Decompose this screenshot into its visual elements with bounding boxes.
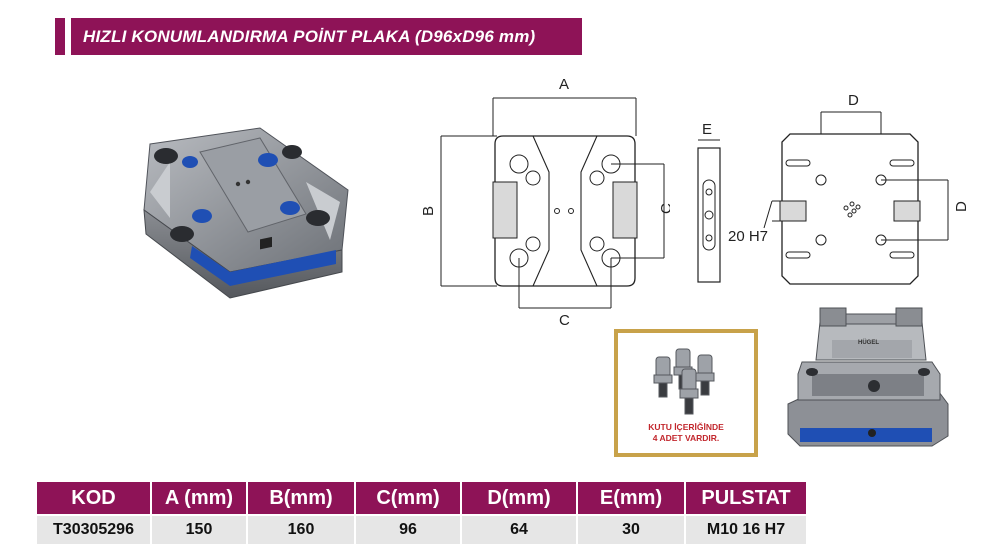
dim-label-c-right: C bbox=[658, 203, 670, 214]
title-bar: HIZLI KONUMLANDIRMA POİNT PLAKA (D96xD96… bbox=[55, 18, 582, 55]
pull-studs-photo bbox=[653, 348, 715, 415]
dim-label-e: E bbox=[702, 121, 712, 138]
col-header-d: D(mm) bbox=[461, 482, 578, 515]
dim-label-d-right: D bbox=[953, 201, 970, 212]
kit-contents-box: KUTU İÇERİĞİNDE 4 ADET VARDIR. bbox=[614, 329, 758, 457]
cell-c: 96 bbox=[355, 514, 462, 544]
table-row: T30305296 150 160 96 64 30 M10 16 H7 bbox=[37, 514, 806, 544]
title-accent-stripe bbox=[55, 18, 65, 55]
col-header-a: A (mm) bbox=[151, 482, 248, 515]
col-header-e: E(mm) bbox=[577, 482, 686, 515]
plate-product-photo bbox=[143, 127, 349, 299]
cell-e: 30 bbox=[577, 514, 686, 544]
dim-label-b: B bbox=[420, 206, 437, 216]
dim-label-c-bottom: C bbox=[559, 312, 570, 327]
plate-side-view-drawing: E bbox=[697, 121, 721, 283]
col-header-kod: KOD bbox=[37, 482, 152, 515]
kit-caption-line1: KUTU İÇERİĞİNDE bbox=[648, 422, 724, 432]
plate-top-view-drawing: A B C C bbox=[420, 76, 670, 327]
kit-caption: KUTU İÇERİĞİNDE 4 ADET VARDIR. bbox=[618, 422, 754, 444]
page-title: HIZLI KONUMLANDIRMA POİNT PLAKA (D96xD96… bbox=[71, 18, 582, 55]
col-header-c: C(mm) bbox=[355, 482, 462, 515]
spec-table: KOD A (mm) B(mm) C(mm) D(mm) E(mm) PULST… bbox=[37, 482, 806, 544]
cell-d: 64 bbox=[461, 514, 578, 544]
cell-pulstat: M10 16 H7 bbox=[685, 514, 806, 544]
cell-a: 150 bbox=[151, 514, 248, 544]
page-title-text: HIZLI KONUMLANDIRMA POİNT PLAKA (D96xD96… bbox=[83, 26, 536, 46]
cell-kod: T30305296 bbox=[37, 514, 152, 544]
fit-label-20h7: 20 H7 bbox=[728, 228, 768, 245]
vise-assembly-photo: HÜGEL bbox=[787, 307, 949, 447]
dim-label-a: A bbox=[559, 76, 569, 93]
kit-caption-line2: 4 ADET VARDIR. bbox=[652, 433, 720, 443]
vise-brand-label: HÜGEL bbox=[858, 339, 879, 346]
spec-table-header-row: KOD A (mm) B(mm) C(mm) D(mm) E(mm) PULST… bbox=[37, 482, 806, 515]
dim-label-d-top: D bbox=[848, 92, 859, 109]
plate-bottom-view-drawing: D D 20 H7 bbox=[728, 92, 970, 285]
cell-b: 160 bbox=[247, 514, 356, 544]
col-header-pulstat: PULSTAT bbox=[685, 482, 806, 515]
col-header-b: B(mm) bbox=[247, 482, 356, 515]
